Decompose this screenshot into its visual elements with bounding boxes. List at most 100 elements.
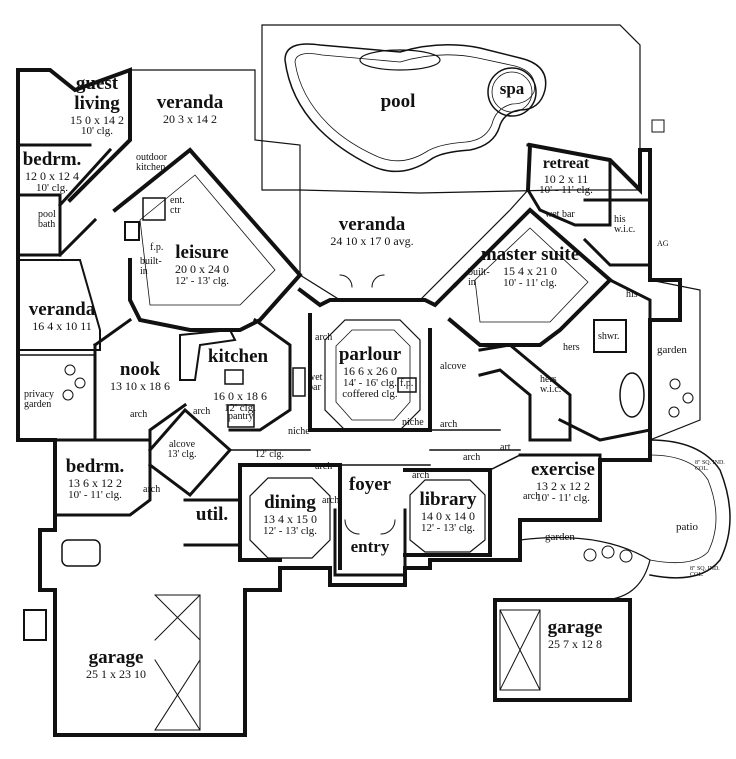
pool-center-feature	[359, 49, 441, 71]
library-walls	[403, 468, 492, 557]
label-col-top: 8" SQ. IND. COL.	[695, 460, 725, 472]
label-fp-parlour: f.p.	[400, 378, 414, 389]
kitchen-cooktop	[224, 369, 244, 385]
garden-shrub	[62, 389, 74, 401]
veranda-doors	[339, 274, 385, 288]
master-suite-inner	[474, 227, 589, 323]
entry-doors	[344, 519, 396, 535]
wet-bar-counter	[292, 367, 306, 397]
pool-inner-outline	[294, 53, 535, 162]
right-garage-walls	[493, 598, 632, 702]
label-alcove-right: alcove	[440, 361, 467, 372]
room-label-leisure: leisure 20 0 x 24 0 12' - 13' clg.	[175, 243, 229, 287]
room-name: master suite	[480, 244, 580, 265]
room-name: garage	[88, 647, 144, 668]
room-name: parlour	[338, 344, 402, 365]
lower-bedroom-walls	[53, 438, 152, 517]
room-label-dining: dining 13 4 x 15 0 12' - 13' clg.	[263, 493, 317, 537]
room-label-retreat: retreat 10 2 x 11 10' - 11' clg.	[539, 155, 593, 197]
label-art: art	[500, 442, 511, 453]
room-name: veranda	[338, 214, 406, 235]
parlour-coffer	[324, 319, 421, 431]
room-label-veranda-top: veranda 20 3 x 14 2	[157, 93, 224, 126]
label-his: his	[626, 289, 638, 300]
label-patio: patio	[676, 521, 698, 533]
room-label-veranda-center: veranda 24 10 x 17 0 avg.	[330, 215, 413, 248]
label-arch: arch	[193, 406, 211, 417]
label-arch: arch	[412, 470, 430, 481]
bottom-garden	[519, 536, 651, 601]
room-name: exercise	[531, 459, 595, 480]
pantry-box	[227, 404, 255, 428]
room-dims: 20 3 x 14 2	[163, 111, 217, 126]
room-label-exercise: exercise 13 2 x 12 2 10' - 11' clg.	[531, 460, 595, 504]
house-outer-wall	[16, 68, 682, 737]
fireplace-parlour	[397, 377, 417, 393]
room-name: spa	[499, 79, 525, 98]
left-veranda-walls	[17, 259, 101, 351]
room-name: util.	[195, 504, 229, 525]
room-name: guest living	[74, 73, 120, 114]
room-name: garage	[547, 617, 603, 638]
room-name: leisure	[175, 242, 229, 263]
room-name: library	[419, 489, 477, 510]
room-name: bedrm.	[22, 149, 82, 170]
garden-shrub	[619, 549, 633, 563]
garden-shrub	[601, 545, 615, 559]
label-built-in-leisure: built- in	[140, 256, 162, 277]
veranda-roof-line	[129, 69, 301, 191]
garden-shrub	[668, 406, 680, 418]
room-dims: 14 0 x 14 0	[421, 508, 475, 523]
his-wic-walls	[582, 198, 652, 267]
label-arch: arch	[463, 452, 481, 463]
label-his-wic: his w.i.c.	[614, 214, 636, 235]
room-label-master-suite: master suite 15 4 x 21 0 10' - 11' clg.	[480, 245, 580, 289]
room-clg: 12' - 13' clg.	[262, 524, 318, 537]
leisure-inner	[139, 174, 276, 306]
entry-walls	[333, 508, 407, 577]
bath-tub-lower	[61, 539, 101, 567]
label-garden-bottom: garden	[545, 531, 575, 543]
room-dims: 20 0 x 24 0	[174, 261, 229, 276]
room-label-pool: pool	[381, 92, 416, 112]
label-hers: hers	[563, 342, 580, 353]
room-label-kitchen-dims: 16 0 x 18 6 12' clg.	[213, 390, 267, 414]
garden-shrub	[64, 364, 76, 376]
label-pool-bath: pool bath	[38, 209, 56, 230]
room-name: veranda	[156, 92, 224, 113]
room-name: veranda	[28, 299, 96, 320]
pool-deck-outline	[261, 24, 641, 194]
label-wet-bar-retreat: wet bar	[545, 209, 575, 220]
room-name: pool	[380, 91, 416, 112]
garden-walls	[649, 279, 701, 441]
label-arch: arch	[315, 332, 333, 343]
pool-step	[651, 119, 665, 133]
room-label-library: library 14 0 x 14 0 12' - 13' clg.	[420, 490, 477, 534]
room-dims: 13 10 x 18 6	[110, 378, 170, 393]
room-dims: 13 4 x 15 0	[262, 511, 317, 526]
label-arch: arch	[440, 419, 458, 430]
room-dims: 24 10 x 17 0 avg.	[330, 233, 414, 248]
room-label-util: util.	[196, 505, 228, 525]
pool-shape	[284, 43, 547, 173]
label-arch: arch	[315, 461, 333, 472]
room-name: foyer	[348, 474, 392, 495]
fireplace-leisure	[124, 221, 140, 241]
room-name: dining	[264, 492, 316, 513]
room-label-guest-living: guest living 15 0 x 14 2 10' clg.	[57, 74, 137, 138]
garden-shrub	[669, 378, 681, 390]
label-arch: arch	[143, 484, 161, 495]
left-garage-inner	[154, 594, 201, 731]
entertainment-center	[142, 197, 166, 221]
label-outdoor-kitchen: outdoor kitchen	[136, 152, 168, 173]
room-label-kitchen: kitchen	[208, 347, 268, 367]
room-name: bedrm.	[65, 456, 125, 477]
room-clg: 10' - 11' clg.	[539, 184, 593, 197]
label-col-bottom: 8" SQ. IND. COL.	[690, 566, 720, 578]
room-name: nook	[119, 359, 161, 380]
room-dims: 16 0 x 18 6	[213, 389, 267, 403]
kitchen-counter	[228, 317, 292, 432]
room-label-veranda-left: veranda 16 4 x 10 11	[29, 300, 96, 333]
room-dims: 12 0 x 12 4	[24, 168, 79, 183]
